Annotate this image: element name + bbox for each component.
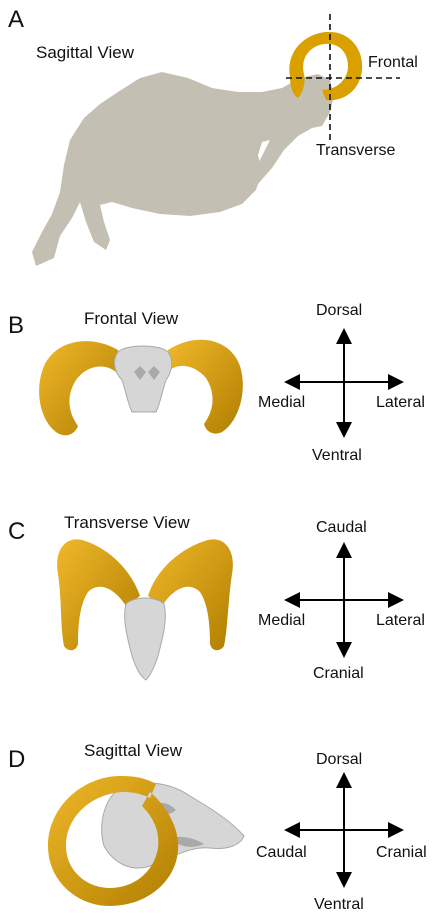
compass-d-right-label: Cranial — [376, 845, 427, 861]
compass-d-bottom-label: Ventral — [314, 897, 364, 913]
compass-d-left-label: Caudal — [256, 845, 307, 861]
compass-d-top-label: Dorsal — [316, 752, 362, 768]
